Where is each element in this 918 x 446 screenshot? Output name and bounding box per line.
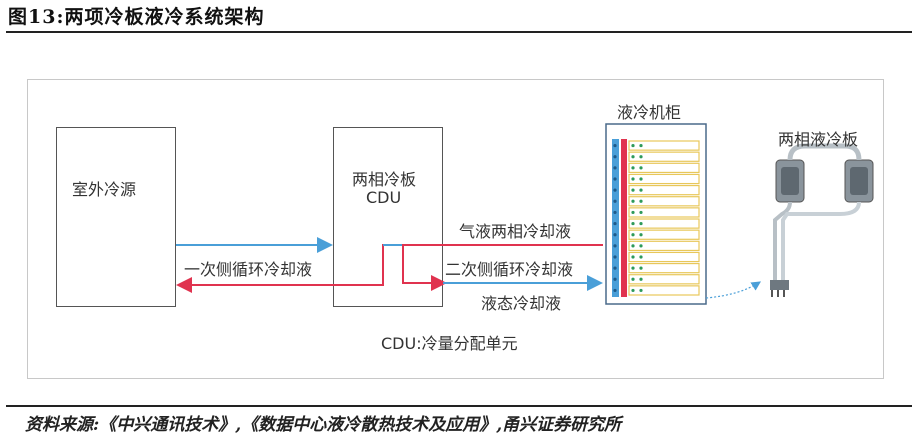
server-port <box>613 277 617 281</box>
server-port <box>631 143 635 148</box>
cdu-box <box>333 127 443 307</box>
source-note: 资料来源:《中兴通讯技术》,《数据中心液冷散热技术及应用》,甬兴证券研究所 <box>25 415 622 435</box>
server-port <box>613 199 617 203</box>
server-slot <box>628 262 700 274</box>
diagram-caption: CDU:冷量分配单元 <box>381 334 518 353</box>
server-port <box>613 266 617 270</box>
server-slot <box>628 274 700 285</box>
cold-plate-left-face <box>781 167 799 195</box>
server-port <box>613 177 617 181</box>
vapor-return-line <box>402 244 603 291</box>
server-slot <box>628 162 700 174</box>
cabinet-link-line <box>705 281 762 299</box>
server-slot <box>628 207 700 218</box>
server-port <box>631 166 635 170</box>
server-port <box>639 199 643 203</box>
page-title: 图13:两项冷板液冷系统架构 <box>8 6 265 28</box>
server-port <box>639 177 643 181</box>
outdoor-cold-source-box <box>56 127 176 307</box>
server-slot <box>628 140 700 151</box>
server-port <box>639 155 643 159</box>
cold-plate-connector-b <box>779 280 789 290</box>
server-port <box>631 244 635 248</box>
primary-loop-label: 一次侧循环冷却液 <box>184 260 313 279</box>
cabinet-red-manifold <box>621 139 627 297</box>
cabinet-servers <box>613 140 700 296</box>
server-port <box>639 233 643 237</box>
server-port <box>613 188 617 192</box>
server-port <box>631 277 635 281</box>
server-port <box>639 143 643 148</box>
server-port <box>613 233 617 237</box>
server-port <box>631 199 635 203</box>
server-port <box>639 277 643 281</box>
server-port <box>639 188 643 192</box>
cdu-label-line1: 两相冷板 <box>352 170 417 189</box>
server-port <box>639 255 643 259</box>
server-slot <box>628 196 700 207</box>
server-slot <box>628 218 700 229</box>
server-port <box>631 188 635 192</box>
server-port <box>631 266 635 270</box>
server-port <box>639 221 643 226</box>
title-divider <box>6 31 912 33</box>
server-port <box>613 244 617 248</box>
cdu-label-line2: CDU <box>366 188 402 207</box>
server-slot <box>628 240 700 252</box>
server-port <box>631 288 635 293</box>
outdoor-cold-source-label: 室外冷源 <box>72 180 137 199</box>
server-port <box>631 255 635 259</box>
server-port <box>631 221 635 226</box>
server-slot <box>628 173 700 185</box>
server-port <box>613 210 617 215</box>
server-port <box>613 221 617 226</box>
server-port <box>631 155 635 159</box>
server-port <box>639 210 643 215</box>
cold-plate-connector-a <box>770 280 780 290</box>
server-slot <box>628 184 700 196</box>
server-slot <box>628 285 700 296</box>
server-port <box>613 288 617 293</box>
liquid-flow-label: 液态冷却液 <box>481 294 562 313</box>
cold-plate-pipe-top <box>787 143 862 161</box>
cabinet-blue-manifold <box>612 139 619 297</box>
server-port <box>639 244 643 248</box>
server-port <box>631 233 635 237</box>
secondary-loop-label: 二次侧循环冷却液 <box>445 260 574 279</box>
cold-plate-device <box>770 143 874 297</box>
server-port <box>639 288 643 293</box>
server-port <box>613 155 617 159</box>
footer-divider <box>6 405 912 407</box>
cabinet-label: 液冷机柜 <box>617 103 682 122</box>
server-slot <box>628 229 700 240</box>
server-port <box>631 177 635 181</box>
server-port <box>631 210 635 215</box>
vapor-flow-label: 气液两相冷却液 <box>459 222 572 241</box>
cold-plate-pipe-b <box>781 201 861 285</box>
server-port <box>613 255 617 259</box>
diagram-frame <box>27 79 884 379</box>
server-port <box>613 143 617 148</box>
cold-plate-label: 两相液冷板 <box>778 130 859 149</box>
cold-plate-right-face <box>850 167 868 195</box>
server-port <box>639 166 643 170</box>
server-port <box>613 166 617 170</box>
server-port <box>639 266 643 270</box>
server-slot <box>628 151 700 162</box>
server-slot <box>628 251 700 263</box>
cold-plate-pipe-a <box>773 201 792 285</box>
